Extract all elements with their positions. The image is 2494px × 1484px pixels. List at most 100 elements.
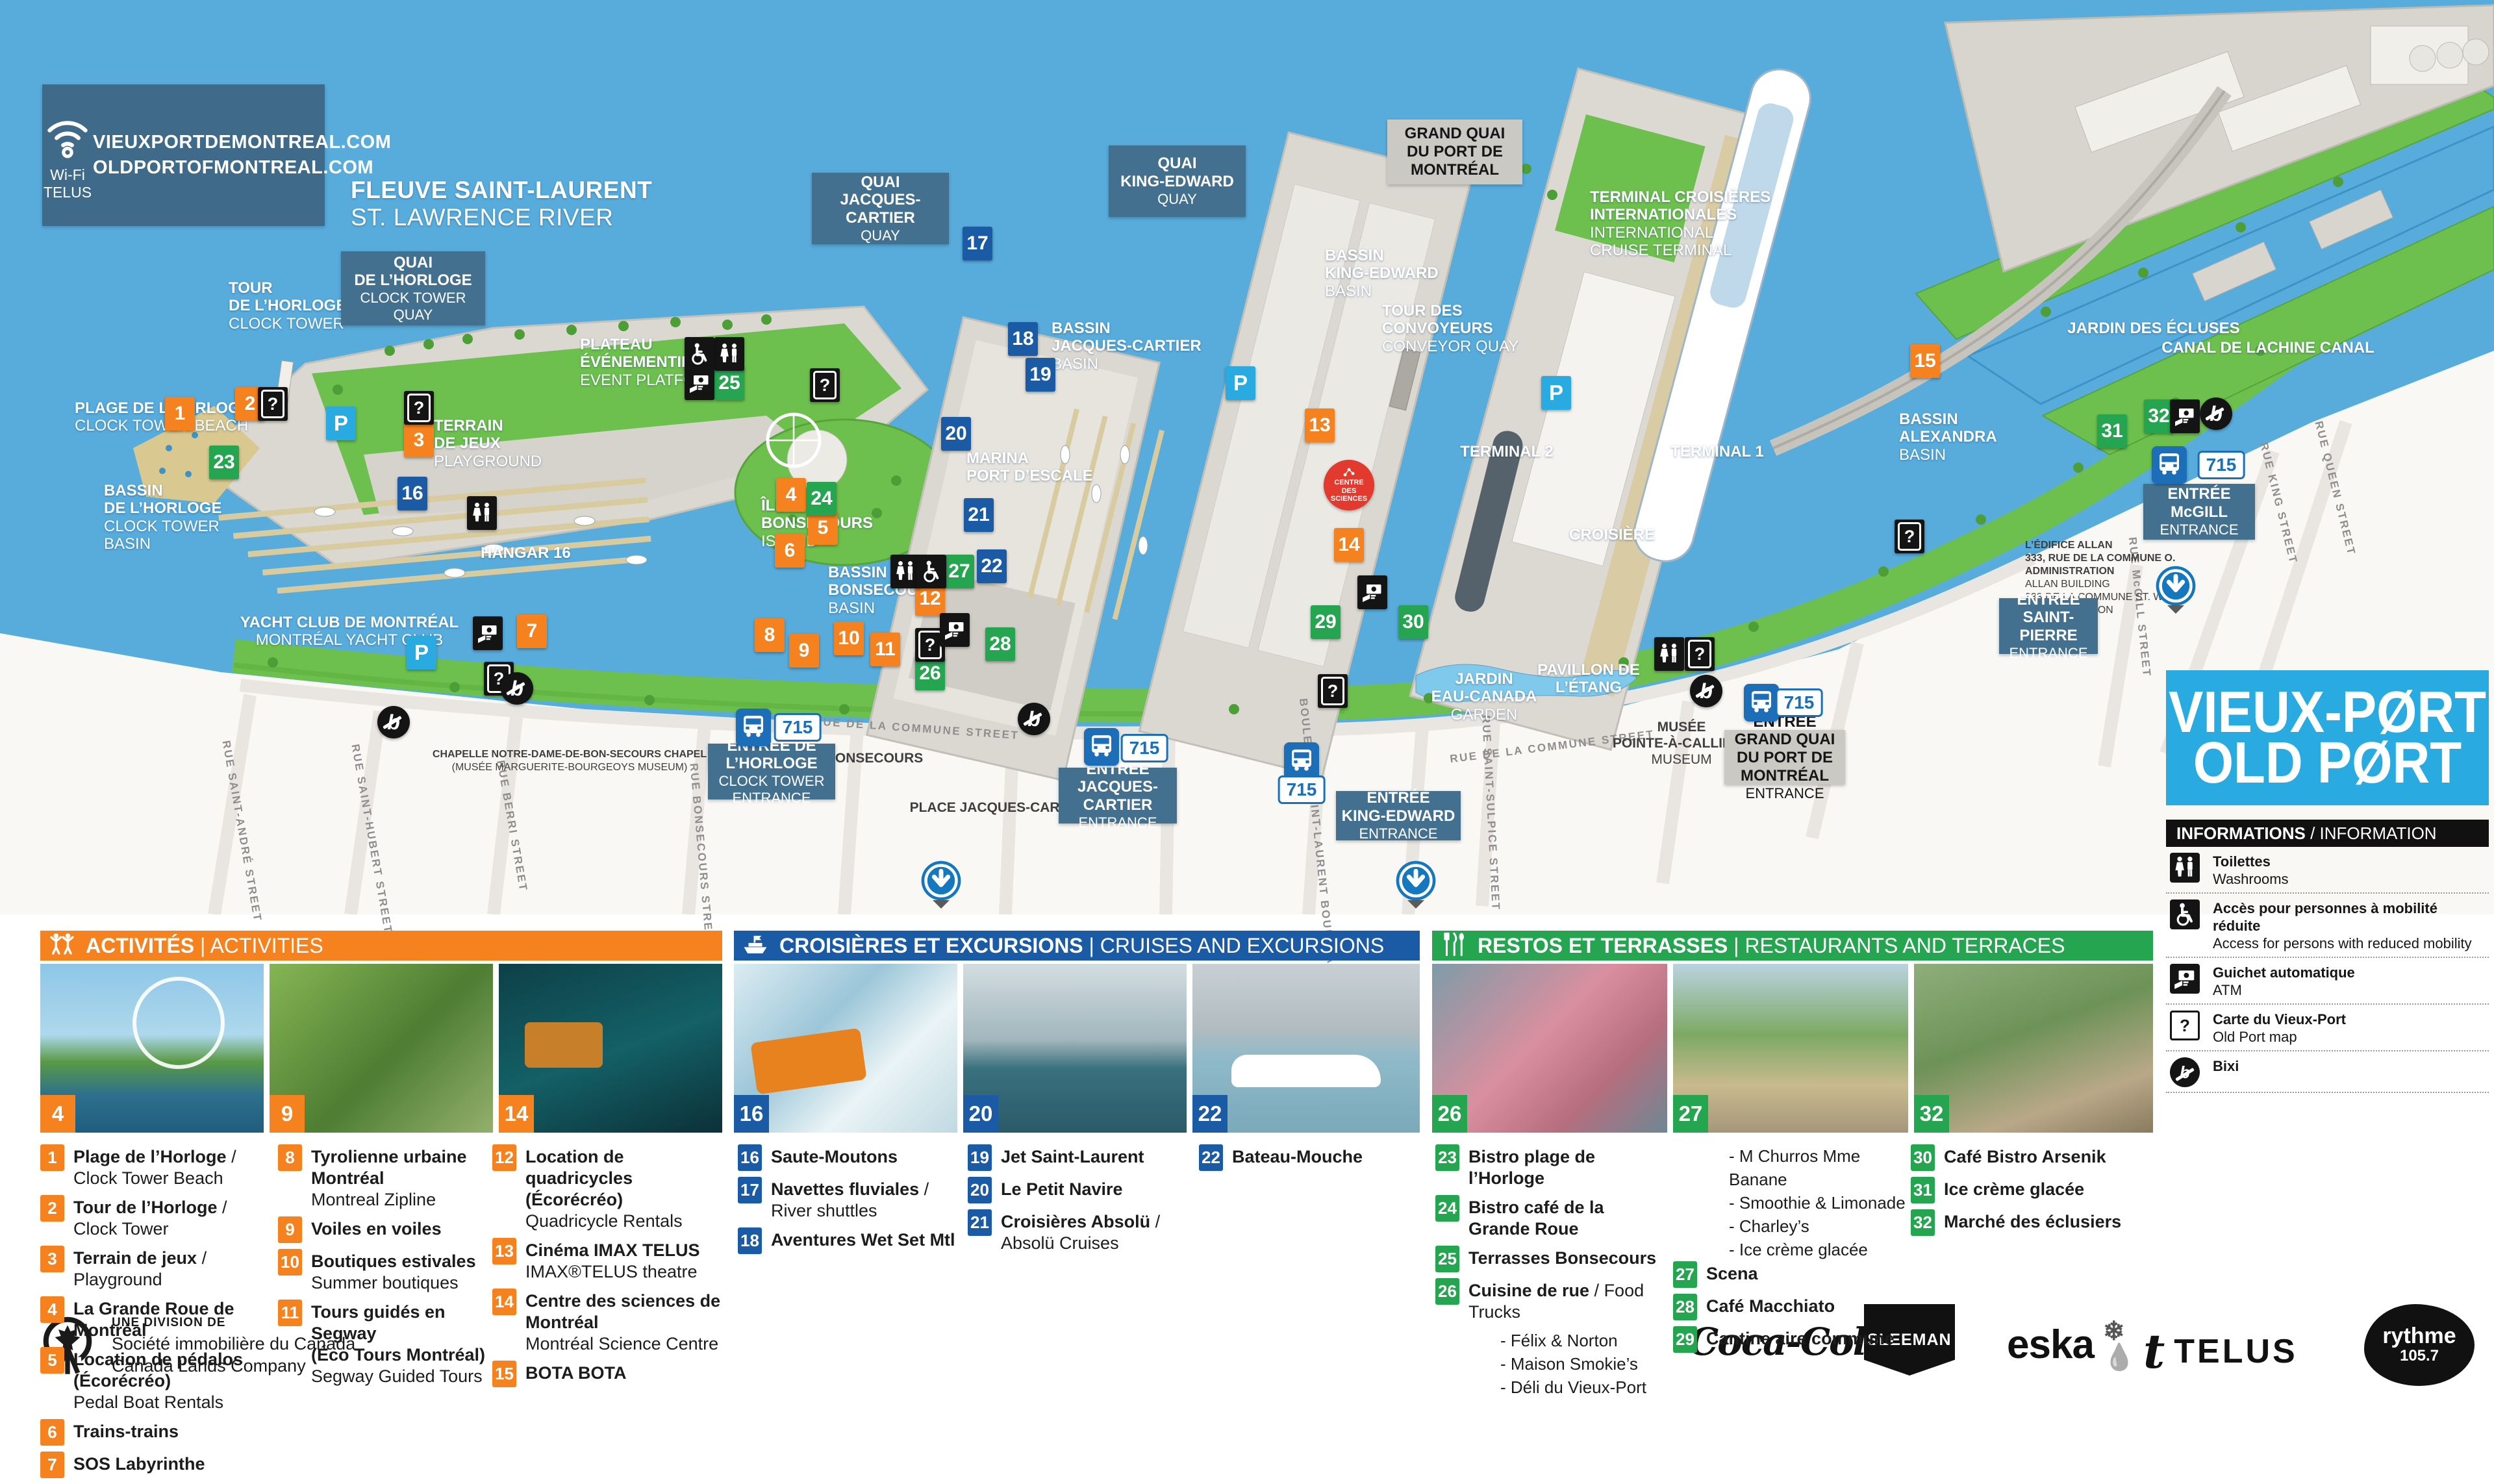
legend-item-number: 21 bbox=[968, 1209, 992, 1236]
wheelchair-icon bbox=[2170, 899, 2200, 929]
map-marker-32: 32 bbox=[2144, 399, 2174, 433]
legend-item-number: 22 bbox=[1199, 1144, 1223, 1171]
legend-item-text: Marché des éclusiers bbox=[1944, 1212, 2122, 1231]
legend-photo: 4 bbox=[40, 964, 264, 1133]
map-marker-23: 23 bbox=[209, 446, 239, 479]
legend-item-number: 26 bbox=[1435, 1278, 1459, 1305]
map-marker-30: 30 bbox=[1398, 605, 1428, 639]
old-port-montreal-map-poster: { "wifi": {"name":"Wi-Fi TELUS","url1":"… bbox=[0, 0, 2494, 1403]
toilets-badge bbox=[467, 496, 497, 530]
bus-icon bbox=[1748, 688, 1774, 718]
toilets-badge bbox=[1654, 637, 1684, 671]
legend-item-number: 19 bbox=[968, 1144, 992, 1171]
photo-number-chip: 16 bbox=[734, 1095, 769, 1133]
bus-route-715-badge: 715 bbox=[1120, 734, 1168, 762]
legend-photo: 32 bbox=[1914, 964, 2153, 1133]
legend-item-number: 7 bbox=[40, 1452, 64, 1478]
map-marker-26: 26 bbox=[915, 657, 945, 690]
map-label: TERMINAL 2 bbox=[1460, 443, 1554, 460]
map-marker-28: 28 bbox=[985, 627, 1015, 661]
legend-item-number: 16 bbox=[738, 1144, 762, 1171]
legend-item-text: Ice crème glacée bbox=[1944, 1179, 2085, 1199]
bus-stop-badge bbox=[1744, 684, 1779, 722]
legend-photo: 20 bbox=[963, 964, 1187, 1133]
legend-item-number: 11 bbox=[278, 1300, 302, 1326]
info-map-badge: ? bbox=[1685, 637, 1715, 671]
map-label: CHAPELLE NOTRE-DAME-DE-BON-SECOURS CHAPE… bbox=[432, 749, 707, 773]
map-marker-19: 19 bbox=[1026, 358, 1055, 392]
map-label: TERMINAL 1 bbox=[1670, 443, 1764, 460]
legend-subitem: - Charley’s bbox=[1729, 1216, 1809, 1236]
legend-subitem: - Smoothie & Limonade bbox=[1729, 1193, 1906, 1213]
atm-icon bbox=[2170, 964, 2200, 994]
toilets-badge bbox=[714, 337, 744, 371]
bus-stop-badge bbox=[1284, 742, 1319, 780]
map-label: HANGAR 16 bbox=[481, 544, 571, 562]
legend-header-res: RESTOS ET TERRASSES | RESTAURANTS AND TE… bbox=[1432, 931, 2153, 961]
metro-icon bbox=[2155, 598, 2197, 609]
legend-item-number: 9 bbox=[278, 1216, 302, 1243]
legend-item-number: 18 bbox=[738, 1227, 762, 1254]
legend-item-number: 24 bbox=[1435, 1195, 1459, 1222]
legend-item-text: Bistro plage de l’Horloge bbox=[1468, 1147, 1596, 1188]
legend-item-number: 17 bbox=[738, 1177, 762, 1203]
legend-photo: 22 bbox=[1192, 964, 1420, 1133]
wheelchair-access-badge bbox=[685, 337, 714, 371]
bixi-station-badge: b bbox=[1018, 703, 1050, 735]
map-label: CROISIÈRE bbox=[1568, 526, 1656, 544]
legend-item-text: Saute-Moutons bbox=[771, 1147, 898, 1166]
legend-item-text: Bistro café de la Grande Roue bbox=[1468, 1198, 1604, 1239]
legend-subitem: - Félix & Norton bbox=[1500, 1331, 1618, 1350]
map-marker-22: 22 bbox=[977, 549, 1007, 583]
res-legend-icon bbox=[1440, 931, 1467, 961]
map-marker-24: 24 bbox=[807, 482, 837, 516]
legend-item-number: 20 bbox=[968, 1177, 992, 1203]
map-marker-27: 27 bbox=[944, 555, 974, 588]
legend-photo: 27 bbox=[1673, 964, 1908, 1133]
metro-icon bbox=[1395, 893, 1437, 904]
map-marker-14: 14 bbox=[1334, 528, 1364, 562]
toilets-badge bbox=[890, 555, 920, 588]
legend-photo: 16 bbox=[734, 964, 957, 1133]
map-marker-10: 10 bbox=[834, 622, 864, 655]
bus-stop-badge bbox=[2152, 446, 2187, 484]
legend-item-text: Terrasses Bonsecours bbox=[1468, 1248, 1657, 1268]
canada-lands-brand: UNE DIVISION DE Société immobilière du C… bbox=[40, 1316, 355, 1379]
sponsor-logo-sleeman: SLEEMAN bbox=[1864, 1304, 1955, 1376]
vieux-port-logo: VIEUX-PØRT OLD PØRT bbox=[2166, 670, 2489, 805]
bixi-station-badge: b bbox=[501, 672, 533, 705]
map-marker-5: 5 bbox=[808, 511, 838, 545]
legend-item-number: 8 bbox=[278, 1144, 302, 1171]
legend-item-text: Café Bistro Arsenik bbox=[1944, 1147, 2106, 1166]
map-marker-7: 7 bbox=[517, 614, 547, 648]
legend-item-text: Location de pédalos (Écorécréo)Pedal Boa… bbox=[73, 1350, 244, 1412]
